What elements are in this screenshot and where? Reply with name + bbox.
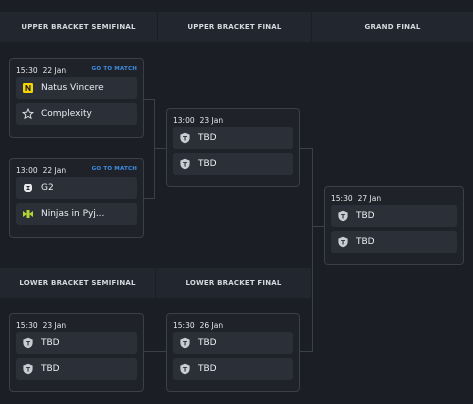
team-name: TBD [356,211,375,221]
match-datetime: 15:30 27 Jan [331,192,381,204]
shield-tbd-icon: T [179,337,191,349]
team-name: TBD [41,338,60,348]
team-name: TBD [356,237,375,247]
team-name: TBD [198,133,217,143]
go-to-match-link[interactable]: GO TO MATCH [91,66,137,72]
connector-line [312,148,313,352]
team-row[interactable]: T TBD [16,332,137,354]
match-card-lower-final[interactable]: 15:30 26 Jan T TBD T TBD [166,313,300,392]
nip-logo-icon [22,208,34,220]
match-date: 22 Jan [42,65,67,75]
shield-tbd-icon: T [22,337,34,349]
match-time: 15:30 [173,320,195,330]
connector-line [144,198,154,199]
team-name: TBD [198,364,217,374]
match-date: 23 Jan [42,320,67,330]
match-time: 13:00 [16,165,38,175]
team-name: Ninjas in Pyj... [41,209,105,219]
header-upper-semifinal: UPPER BRACKET SEMIFINAL [0,12,157,42]
connector-line [300,148,312,149]
shield-tbd-icon: T [179,132,191,144]
team-row[interactable]: G2 [16,177,137,199]
svg-text:T: T [183,135,188,142]
match-date: 27 Jan [357,193,382,203]
team-row[interactable]: T TBD [331,231,457,253]
match-time: 13:00 [173,115,195,125]
team-name: TBD [198,338,217,348]
shield-tbd-icon: T [179,158,191,170]
connector-line [144,99,154,100]
team-row[interactable]: Ninjas in Pyj... [16,203,137,225]
match-card-lower-semifinal[interactable]: 15:30 23 Jan T TBD T TBD [9,313,144,392]
go-to-match-link[interactable]: GO TO MATCH [91,166,137,172]
team-name: G2 [41,183,54,193]
match-card-upper-semifinal-1[interactable]: 15:30 22 Jan GO TO MATCH Natus Vincere C… [9,58,144,138]
svg-text:T: T [341,213,346,220]
connector-line [154,148,166,149]
svg-text:T: T [26,366,31,373]
team-row[interactable]: Natus Vincere [16,77,137,99]
connector-line [300,351,312,352]
match-time: 15:30 [331,193,353,203]
team-name: Complexity [41,109,92,119]
svg-text:T: T [183,366,188,373]
navi-logo-icon [22,82,34,94]
svg-text:T: T [26,340,31,347]
team-name: TBD [198,159,217,169]
connector-line [144,351,166,352]
match-date: 26 Jan [199,320,224,330]
match-card-grand-final[interactable]: 15:30 27 Jan T TBD T TBD [324,186,464,265]
team-name: Natus Vincere [41,83,104,93]
match-datetime: 13:00 22 Jan [16,164,66,176]
shield-tbd-icon: T [179,363,191,375]
shield-tbd-icon: T [22,363,34,375]
svg-text:T: T [341,239,346,246]
match-card-upper-semifinal-2[interactable]: 13:00 22 Jan GO TO MATCH G2 Ninjas in Py… [9,158,144,238]
star-outline-icon [22,108,34,120]
team-row[interactable]: T TBD [173,358,293,380]
team-row[interactable]: T TBD [173,127,293,149]
g2-logo-icon [22,182,34,194]
svg-text:T: T [183,161,188,168]
match-date: 23 Jan [199,115,224,125]
match-date: 22 Jan [42,165,67,175]
team-name: TBD [41,364,60,374]
team-row[interactable]: Complexity [16,103,137,125]
shield-tbd-icon: T [337,236,349,248]
match-time: 15:30 [16,320,38,330]
header-lower-semifinal: LOWER BRACKET SEMIFINAL [0,268,155,298]
svg-text:T: T [183,340,188,347]
match-datetime: 15:30 23 Jan [16,319,66,331]
shield-tbd-icon: T [337,210,349,222]
header-upper-final: UPPER BRACKET FINAL [158,12,311,42]
team-row[interactable]: T TBD [331,205,457,227]
connector-line [312,226,324,227]
team-row[interactable]: T TBD [173,153,293,175]
match-time: 15:30 [16,65,38,75]
match-card-upper-final[interactable]: 13:00 23 Jan T TBD T TBD [166,108,300,187]
header-lower-final: LOWER BRACKET FINAL [156,268,311,298]
match-datetime: 13:00 23 Jan [173,114,223,126]
match-datetime: 15:30 22 Jan [16,64,66,76]
team-row[interactable]: T TBD [16,358,137,380]
connector-line [154,99,155,199]
match-datetime: 15:30 26 Jan [173,319,223,331]
header-grand-final: GRAND FINAL [312,12,473,42]
team-row[interactable]: T TBD [173,332,293,354]
